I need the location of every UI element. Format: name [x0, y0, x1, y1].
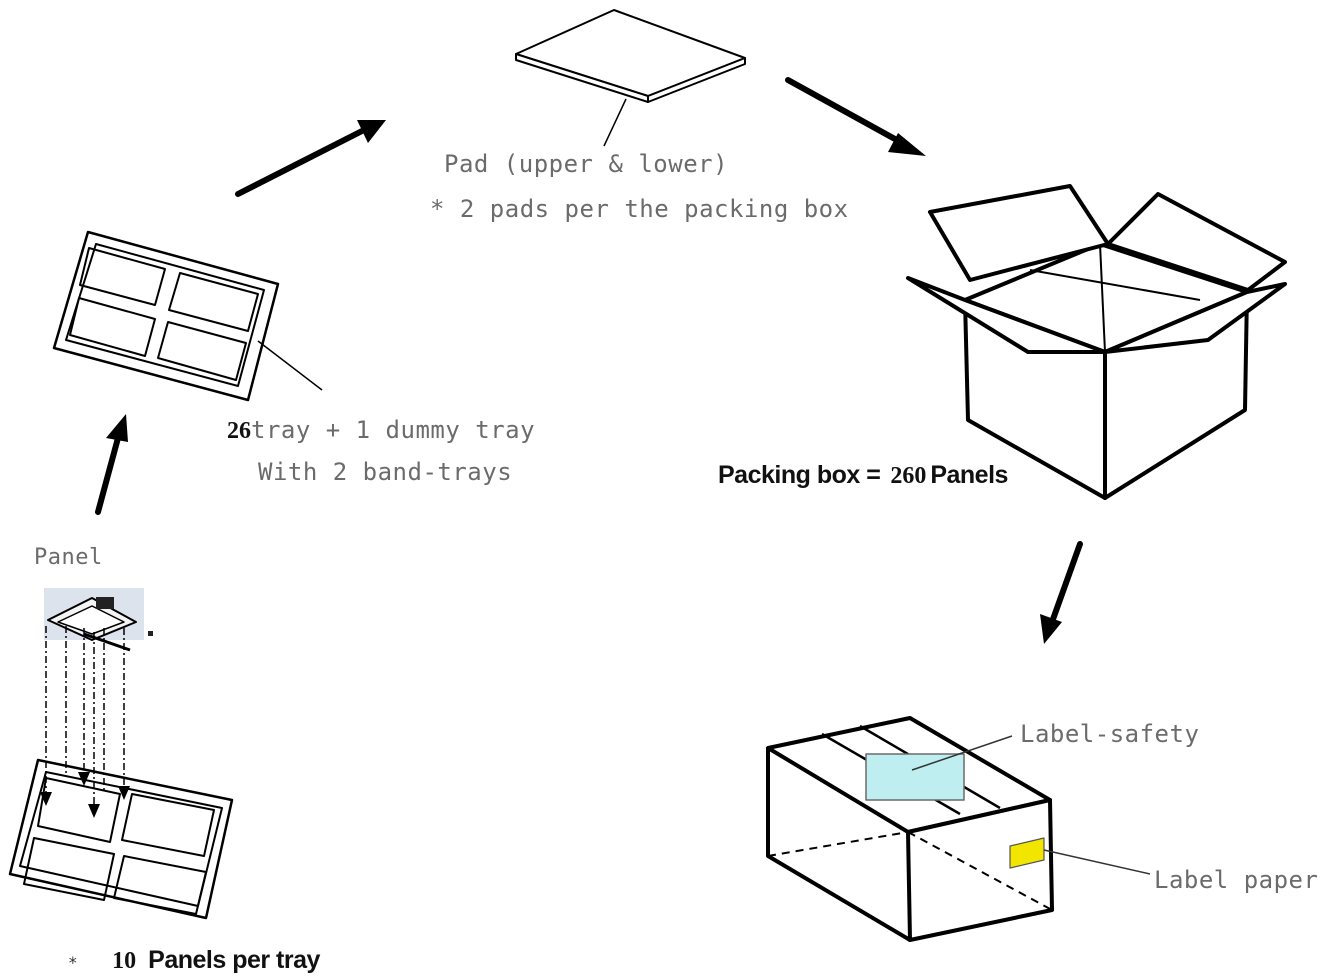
label-paper-text: Label paper [1154, 866, 1319, 894]
box-text: Packing box = [718, 461, 881, 489]
pad-note: * 2 pads per the packing box [430, 195, 849, 223]
panel-count: 10 [112, 948, 137, 974]
label-safety-swatch [865, 753, 965, 801]
panel-bullet: * [68, 953, 79, 972]
tray-count-label: 26tray + 1 dummy tray [227, 416, 535, 445]
label-safety-text: Label-safety [1020, 720, 1200, 748]
open-box-illustration [906, 184, 1287, 500]
panel-text: Panels per tray [148, 946, 320, 974]
label-paper-swatch [1009, 837, 1045, 869]
box-count: 260 [890, 463, 927, 489]
pad-title: Pad (upper & lower) [444, 150, 729, 178]
panel-assembly-illustration [8, 588, 234, 920]
pad-illustration [515, 9, 746, 147]
arrow-panel-to-tray-icon [95, 414, 128, 515]
arrow-tray-to-pad-icon [235, 120, 386, 197]
closed-box-illustration [766, 716, 1054, 942]
tray-illustration [52, 230, 323, 402]
panels-per-tray-label: * 10 Panels per tray [68, 946, 320, 975]
arrow-pad-to-box-icon [785, 77, 926, 156]
panel-label: Panel [34, 545, 103, 570]
arrow-box-to-closed-box-icon [1040, 541, 1083, 644]
band-trays-text: With 2 band-trays [258, 458, 513, 486]
tray-count: 26 [227, 418, 251, 444]
box-unit: Panels [930, 461, 1008, 489]
tray-text: tray + 1 dummy tray [251, 416, 536, 444]
flow-arrows [95, 77, 1083, 644]
